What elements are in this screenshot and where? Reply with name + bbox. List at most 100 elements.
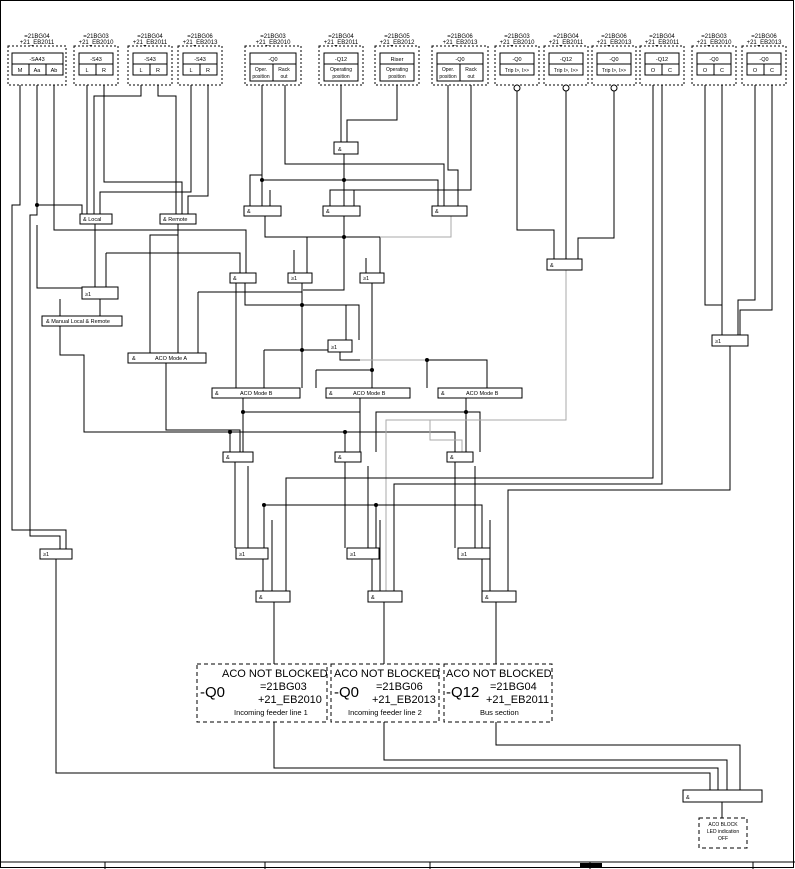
svg-text:=21BG04: =21BG04 (328, 34, 354, 40)
final-led-box: ACO BLOCK LED indication OFF (698, 817, 748, 849)
svg-text:O: O (703, 68, 708, 74)
svg-text:≥1: ≥1 (331, 345, 337, 351)
gate-mode-b-2: &ACO Mode B (325, 387, 411, 399)
svg-text:ACO Mode A: ACO Mode A (155, 356, 187, 362)
svg-text:ACO Mode B: ACO Mode B (240, 391, 273, 397)
source-s8: =21BG06 +21_EB2013 -Q0 Oper.position Rac… (431, 34, 489, 86)
svg-text:&: & (259, 595, 263, 601)
svg-text:-Q12: -Q12 (656, 57, 668, 63)
svg-text:-Q0: -Q0 (455, 57, 464, 63)
output-device: -Q0 (200, 684, 225, 701)
svg-text:-Q0: -Q0 (759, 57, 768, 63)
svg-text:L: L (85, 68, 88, 74)
svg-text:+21_EB2013: +21_EB2013 (443, 40, 479, 46)
svg-text:≥1: ≥1 (291, 276, 297, 282)
svg-text:L: L (189, 68, 192, 74)
svg-text:Oper.: Oper. (442, 67, 454, 73)
svg-text:=21BG03: =21BG03 (83, 34, 109, 40)
gate-and-q12: & (322, 205, 361, 217)
gate-and-q06: & (431, 205, 468, 217)
gate-and-remote: & Remote (159, 213, 197, 225)
gate-or-center: ≥1 (327, 339, 353, 353)
gate-and-f1: & (255, 590, 291, 603)
svg-text:-Q12: -Q12 (446, 684, 479, 701)
svg-text:-S43: -S43 (90, 57, 102, 63)
svg-text:Trip I>, I>>: Trip I>, I>> (554, 68, 578, 74)
svg-text:=21BG04: =21BG04 (649, 34, 675, 40)
gate-or-l3: ≥1 (457, 547, 491, 560)
output-feeder-2: ACO NOT BLOCKED -Q0 =21BG06 +21_EB2013 I… (330, 663, 440, 723)
gate-or-l2: ≥1 (346, 547, 380, 560)
source-device: -SA43 (29, 57, 44, 63)
gate-and-f3: & (481, 590, 517, 603)
svg-text:+21_EB2013: +21_EB2013 (597, 40, 633, 46)
gate-final-and: & (682, 789, 763, 803)
svg-text:out: out (281, 74, 289, 80)
svg-text:ACO Mode B: ACO Mode B (353, 391, 386, 397)
svg-text:ACO BLOCK: ACO BLOCK (708, 822, 738, 828)
svg-text:Riser: Riser (391, 57, 404, 63)
source-s10: =21BG04 +21_EB2011 -Q12 Trip I>, I>> (543, 34, 589, 86)
source-s2: =21BG03 +21_EB2010 -S43 L R (73, 34, 119, 86)
svg-text:&: & (233, 276, 237, 282)
svg-text:Trip I>, I>>: Trip I>, I>> (505, 68, 529, 74)
svg-text:+21_EB2011: +21_EB2011 (324, 40, 359, 46)
svg-text:+21_EB2012: +21_EB2012 (380, 40, 416, 46)
svg-text:&: & (485, 595, 489, 601)
gate-and-mid: & (229, 272, 257, 284)
svg-text:+21_EB2013: +21_EB2013 (183, 40, 219, 46)
source-s7: =21BG05 +21_EB2012 Riser Operatingpositi… (374, 34, 420, 86)
gate-or-right: ≥1 (711, 334, 749, 347)
svg-text:-Q12: -Q12 (335, 57, 347, 63)
gate-and-local: & Local (79, 213, 113, 225)
svg-text:& Remote: & Remote (163, 217, 187, 223)
svg-text:L: L (139, 68, 142, 74)
frame-marker (580, 863, 602, 868)
gate-or-local: ≥1 (81, 286, 119, 300)
svg-text:&: & (326, 209, 330, 215)
svg-text:+21_EB2010: +21_EB2010 (500, 40, 536, 46)
svg-text:Ab: Ab (51, 68, 58, 74)
svg-text:+21_EB2011: +21_EB2011 (645, 40, 680, 46)
svg-text:=21BG06: =21BG06 (601, 34, 627, 40)
svg-text:Operating: Operating (330, 67, 352, 73)
svg-text:Oper.: Oper. (255, 67, 267, 73)
svg-text:C: C (720, 68, 724, 74)
svg-text:R: R (102, 68, 106, 74)
gate-mode-b-1: &ACO Mode B (211, 387, 301, 399)
svg-text:Bus section: Bus section (480, 708, 519, 717)
svg-text:=21BG04: =21BG04 (553, 34, 579, 40)
source-s4: =21BG06 +21_EB2013 -S43 L R (177, 34, 223, 86)
svg-text:+21_EB2011: +21_EB2011 (549, 40, 584, 46)
svg-text:&: & (686, 795, 690, 801)
gate-and-riser: & (333, 141, 359, 155)
svg-text:& Local: & Local (83, 217, 101, 223)
svg-text:C: C (668, 68, 672, 74)
output-title: ACO NOT BLOCKED (222, 668, 328, 680)
svg-text:Trip I>, I>>: Trip I>, I>> (602, 68, 626, 74)
svg-text:-S43: -S43 (194, 57, 206, 63)
svg-text:≥1: ≥1 (350, 552, 356, 558)
svg-text:ACO NOT BLOCKED: ACO NOT BLOCKED (334, 668, 440, 680)
svg-text:position: position (332, 74, 349, 80)
gate-or-mid2: ≥1 (359, 272, 385, 284)
source-s1: =21BG04 +21_EB2011 -SA43 M Aa Ab (7, 34, 67, 86)
svg-text:ACO Mode B: ACO Mode B (466, 391, 499, 397)
svg-text:+21_EB2011: +21_EB2011 (486, 694, 549, 706)
svg-text:out: out (468, 74, 476, 80)
svg-text:=21BG04: =21BG04 (490, 681, 537, 693)
svg-text:R: R (156, 68, 160, 74)
svg-text:ACO NOT BLOCKED: ACO NOT BLOCKED (446, 668, 552, 680)
svg-text:&: & (441, 391, 445, 397)
svg-text:≥1: ≥1 (715, 339, 721, 345)
wires (11, 84, 773, 818)
svg-text:&: & (435, 209, 439, 215)
gate-or-sa43: ≥1 (39, 548, 73, 560)
svg-text:+21_EB2010: +21_EB2010 (697, 40, 733, 46)
gate-and-l2: & (334, 451, 362, 463)
svg-text:-Q0: -Q0 (709, 57, 718, 63)
gate-mode-b-3: & ACO Mode B (437, 387, 523, 399)
svg-text:Rack: Rack (465, 67, 477, 73)
